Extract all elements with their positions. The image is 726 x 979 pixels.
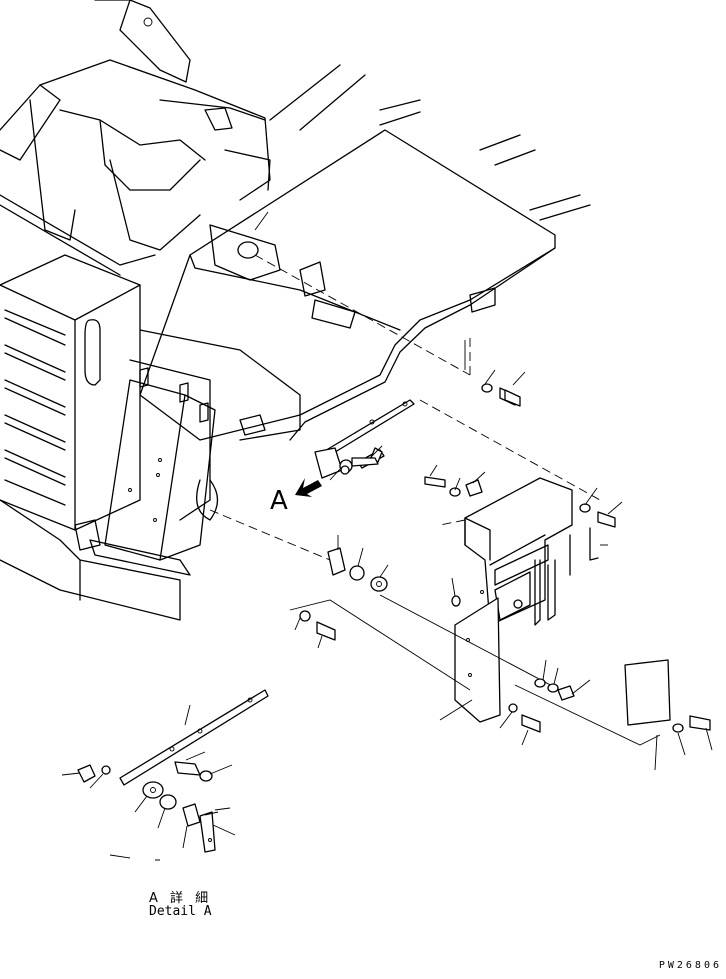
view-marker-label: A [270, 486, 288, 516]
cover-plate [624, 659, 671, 726]
hanging-plate [454, 597, 501, 723]
view-direction-arrow-icon [295, 478, 322, 497]
reference-lines [209, 338, 661, 746]
side-cover [464, 477, 599, 626]
detail-a-view [77, 689, 269, 861]
chassis-frame [0, 0, 591, 276]
floor-plate [139, 129, 556, 441]
detail-title-japanese: A 詳 細 [149, 891, 213, 906]
drawing-number: PW26806 [658, 960, 722, 971]
left-housing [0, 254, 301, 621]
detail-title-english: Detail A [149, 904, 212, 919]
leader-lines [61, 211, 713, 849]
